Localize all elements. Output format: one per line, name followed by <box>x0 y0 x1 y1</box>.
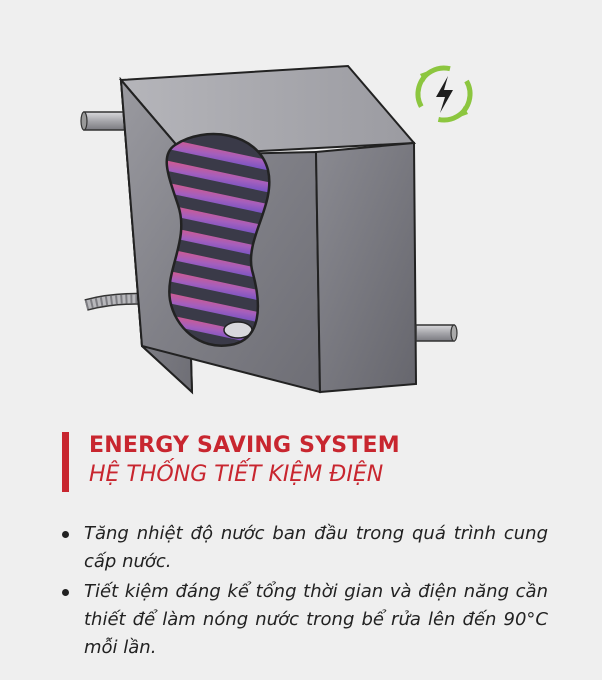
list-item-text: Tiết kiệm đáng kể tổng thời gian và điện… <box>84 581 548 658</box>
energy-recycle-icon <box>415 65 473 123</box>
coil-window <box>165 132 271 347</box>
list-item: Tăng nhiệt độ nước ban đầu trong quá trì… <box>62 520 548 576</box>
heading-title: ENERGY SAVING SYSTEM <box>89 433 400 458</box>
list-item: Tiết kiệm đáng kể tổng thời gian và điện… <box>62 578 548 662</box>
heat-exchanger-illustration <box>80 64 473 395</box>
feature-list: Tăng nhiệt độ nước ban đầu trong quá trì… <box>62 520 548 664</box>
outlet-pipe <box>415 324 458 342</box>
bullet-dot-icon <box>62 531 69 538</box>
list-item-text: Tăng nhiệt độ nước ban đầu trong quá trì… <box>84 523 548 572</box>
heading-subtitle: HỆ THỐNG TIẾT KIỆM ĐIỆN <box>89 462 384 487</box>
bullet-dot-icon <box>62 589 69 596</box>
section-heading: ENERGY SAVING SYSTEM HỆ THỐNG TIẾT KIỆM … <box>62 432 400 492</box>
box-right-face <box>314 141 418 394</box>
